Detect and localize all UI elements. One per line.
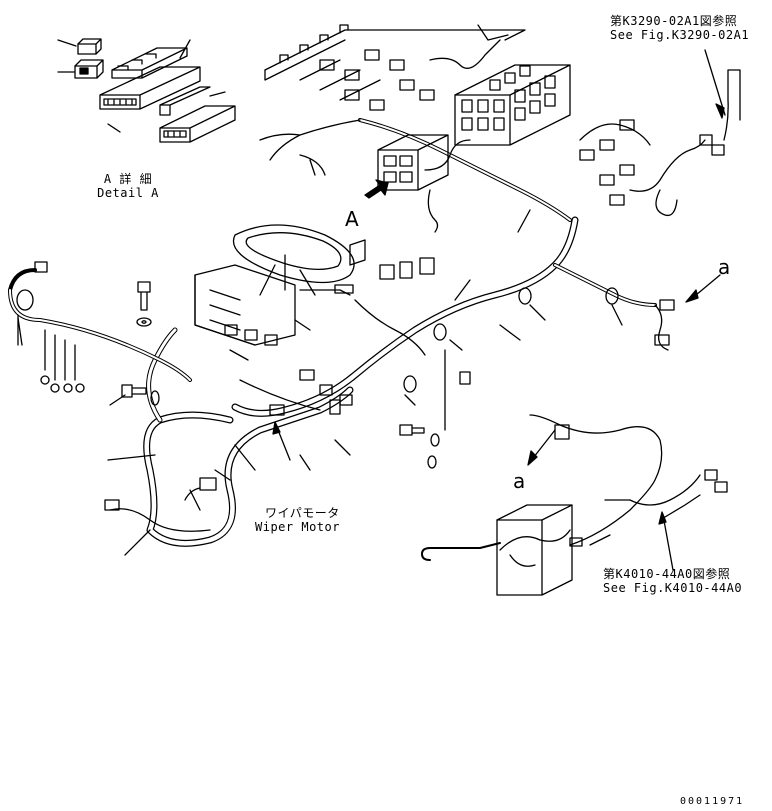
reference-top: 第K3290-02A1図参照 See Fig.K3290-02A1: [610, 14, 749, 42]
lever-harness: [421, 414, 728, 596]
steering-and-dash: [194, 224, 435, 416]
leader-lines: [17, 49, 726, 571]
reference-bottom-en: See Fig.K4010-44A0: [603, 581, 743, 595]
drawing-number: 00011971: [680, 796, 745, 807]
detail-a-caption: A 詳 細 Detail A: [78, 172, 178, 200]
detail-a-connectors: [57, 38, 236, 143]
left-branch-harness: [8, 261, 192, 393]
detail-a-caption-jp: A 詳 細: [103, 172, 153, 186]
main-trunk-harness: [104, 216, 675, 547]
bolts-and-washers: [121, 281, 471, 469]
fuse-block-harness: [259, 24, 741, 233]
wiper-motor-label-jp: ワイパモータ: [265, 506, 340, 520]
reference-top-en: See Fig.K3290-02A1: [610, 28, 750, 42]
wiper-motor-label-en: Wiper Motor: [255, 520, 340, 534]
detail-a-caption-en: Detail A: [97, 186, 159, 200]
reference-bottom: 第K4010-44A0図参照 See Fig.K4010-44A0: [603, 567, 742, 595]
callout-a-upper: A: [345, 207, 360, 231]
reference-top-jp: 第K3290-02A1図参照: [610, 14, 738, 28]
reference-bottom-jp: 第K4010-44A0図参照: [603, 567, 731, 581]
wiper-motor-label: ワイパモータ Wiper Motor: [255, 506, 340, 534]
marker-a-lower: a: [513, 469, 526, 493]
marker-a-right: a: [718, 255, 731, 279]
